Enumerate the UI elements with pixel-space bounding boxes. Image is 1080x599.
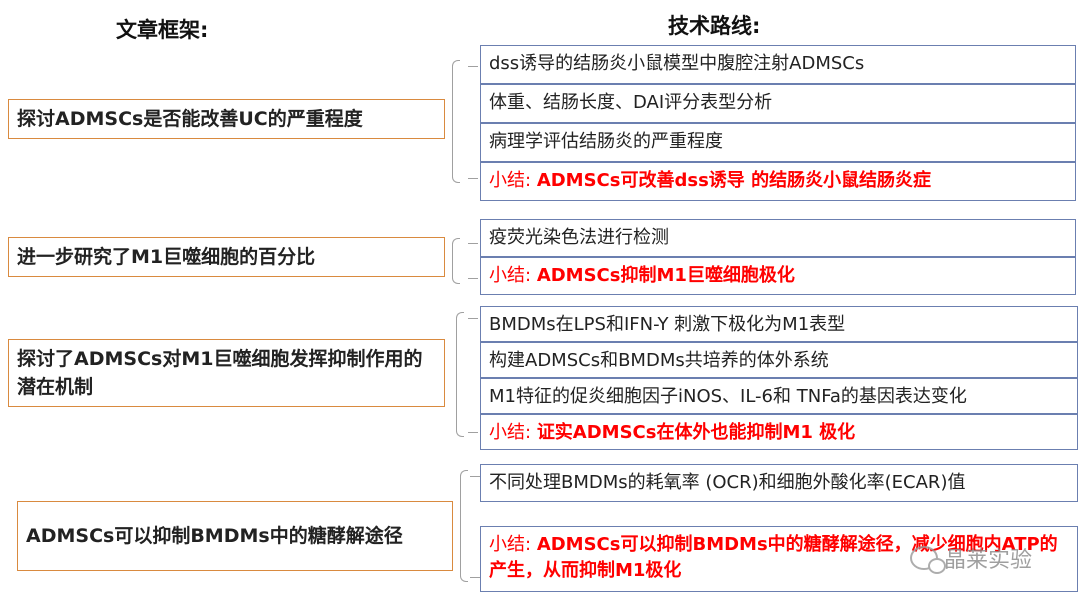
summary-text-3: 证实ADMSCs在体外也能抑制M1 极化	[536, 422, 856, 443]
summary-box-2: 小结: ADMSCs抑制M1巨噬细胞极化	[480, 257, 1076, 295]
framework-header: 文章框架:	[116, 18, 209, 42]
brace-tick-2	[468, 243, 478, 244]
brace-tick-1b	[468, 178, 478, 179]
step-box-1-3: 病理学评估结肠炎的严重程度	[480, 123, 1076, 162]
brace-2	[452, 238, 460, 284]
summary-box-4: 小结: ADMSCs可以抑制BMDMs中的糖酵解途径，减少细胞内ATP的 产生，…	[480, 526, 1078, 592]
brace-tick-2b	[468, 278, 478, 279]
brace-1	[452, 60, 460, 183]
brace-tick-1	[468, 66, 478, 67]
summary-text-1: ADMSCs可改善dss诱导 的结肠炎小鼠结肠炎症	[536, 170, 932, 191]
brace-tick-3b	[468, 432, 478, 433]
step-box-3-1: BMDMs在LPS和IFN-Y 刺激下极化为M1表型	[480, 306, 1078, 342]
brace-tick-4b	[470, 577, 480, 578]
step-box-3-2: 构建ADMSCs和BMDMs共培养的体外系统	[480, 342, 1078, 378]
brace-tick-3	[468, 318, 478, 319]
topic-box-2: 进一步研究了M1巨噬细胞的百分比	[8, 237, 445, 277]
watermark-text: 晶莱实验	[944, 548, 1033, 573]
summary-prefix-2: 小结:	[489, 265, 532, 286]
technical-route-header: 技术路线:	[668, 14, 761, 38]
summary-box-3: 小结: 证实ADMSCs在体外也能抑制M1 极化	[480, 414, 1078, 450]
brace-4	[460, 470, 468, 582]
topic-box-4: ADMSCs可以抑制BMDMs中的糖酵解途径	[17, 501, 453, 571]
topic-box-1: 探讨ADMSCs是否能改善UC的严重程度	[8, 99, 445, 139]
summary-prefix-3: 小结:	[489, 422, 532, 443]
summary-prefix-1: 小结:	[489, 170, 532, 191]
summary-text-2: ADMSCs抑制M1巨噬细胞极化	[536, 265, 795, 286]
brace-3	[456, 312, 464, 437]
step-box-1-1: dss诱导的结肠炎小鼠模型中腹腔注射ADMSCs	[480, 45, 1076, 84]
summary-box-1: 小结: ADMSCs可改善dss诱导 的结肠炎小鼠结肠炎症	[480, 162, 1076, 201]
step-box-2-1: 疫荧光染色法进行检测	[480, 219, 1076, 257]
brace-tick-4	[470, 476, 480, 477]
wechat-icon	[910, 546, 946, 574]
step-box-1-2: 体重、结肠长度、DAI评分表型分析	[480, 84, 1076, 123]
summary-prefix-4: 小结:	[489, 534, 532, 555]
watermark: 晶莱实验	[910, 542, 1032, 574]
step-box-3-3: M1特征的促炎细胞因子iNOS、IL-6和 TNFa的基因表达变化	[480, 378, 1078, 414]
topic-box-3: 探讨了ADMSCs对M1巨噬细胞发挥抑制作用的潜在机制	[8, 339, 445, 407]
step-box-4-1: 不同处理BMDMs的耗氧率 (OCR)和细胞外酸化率(ECAR)值	[480, 464, 1078, 502]
